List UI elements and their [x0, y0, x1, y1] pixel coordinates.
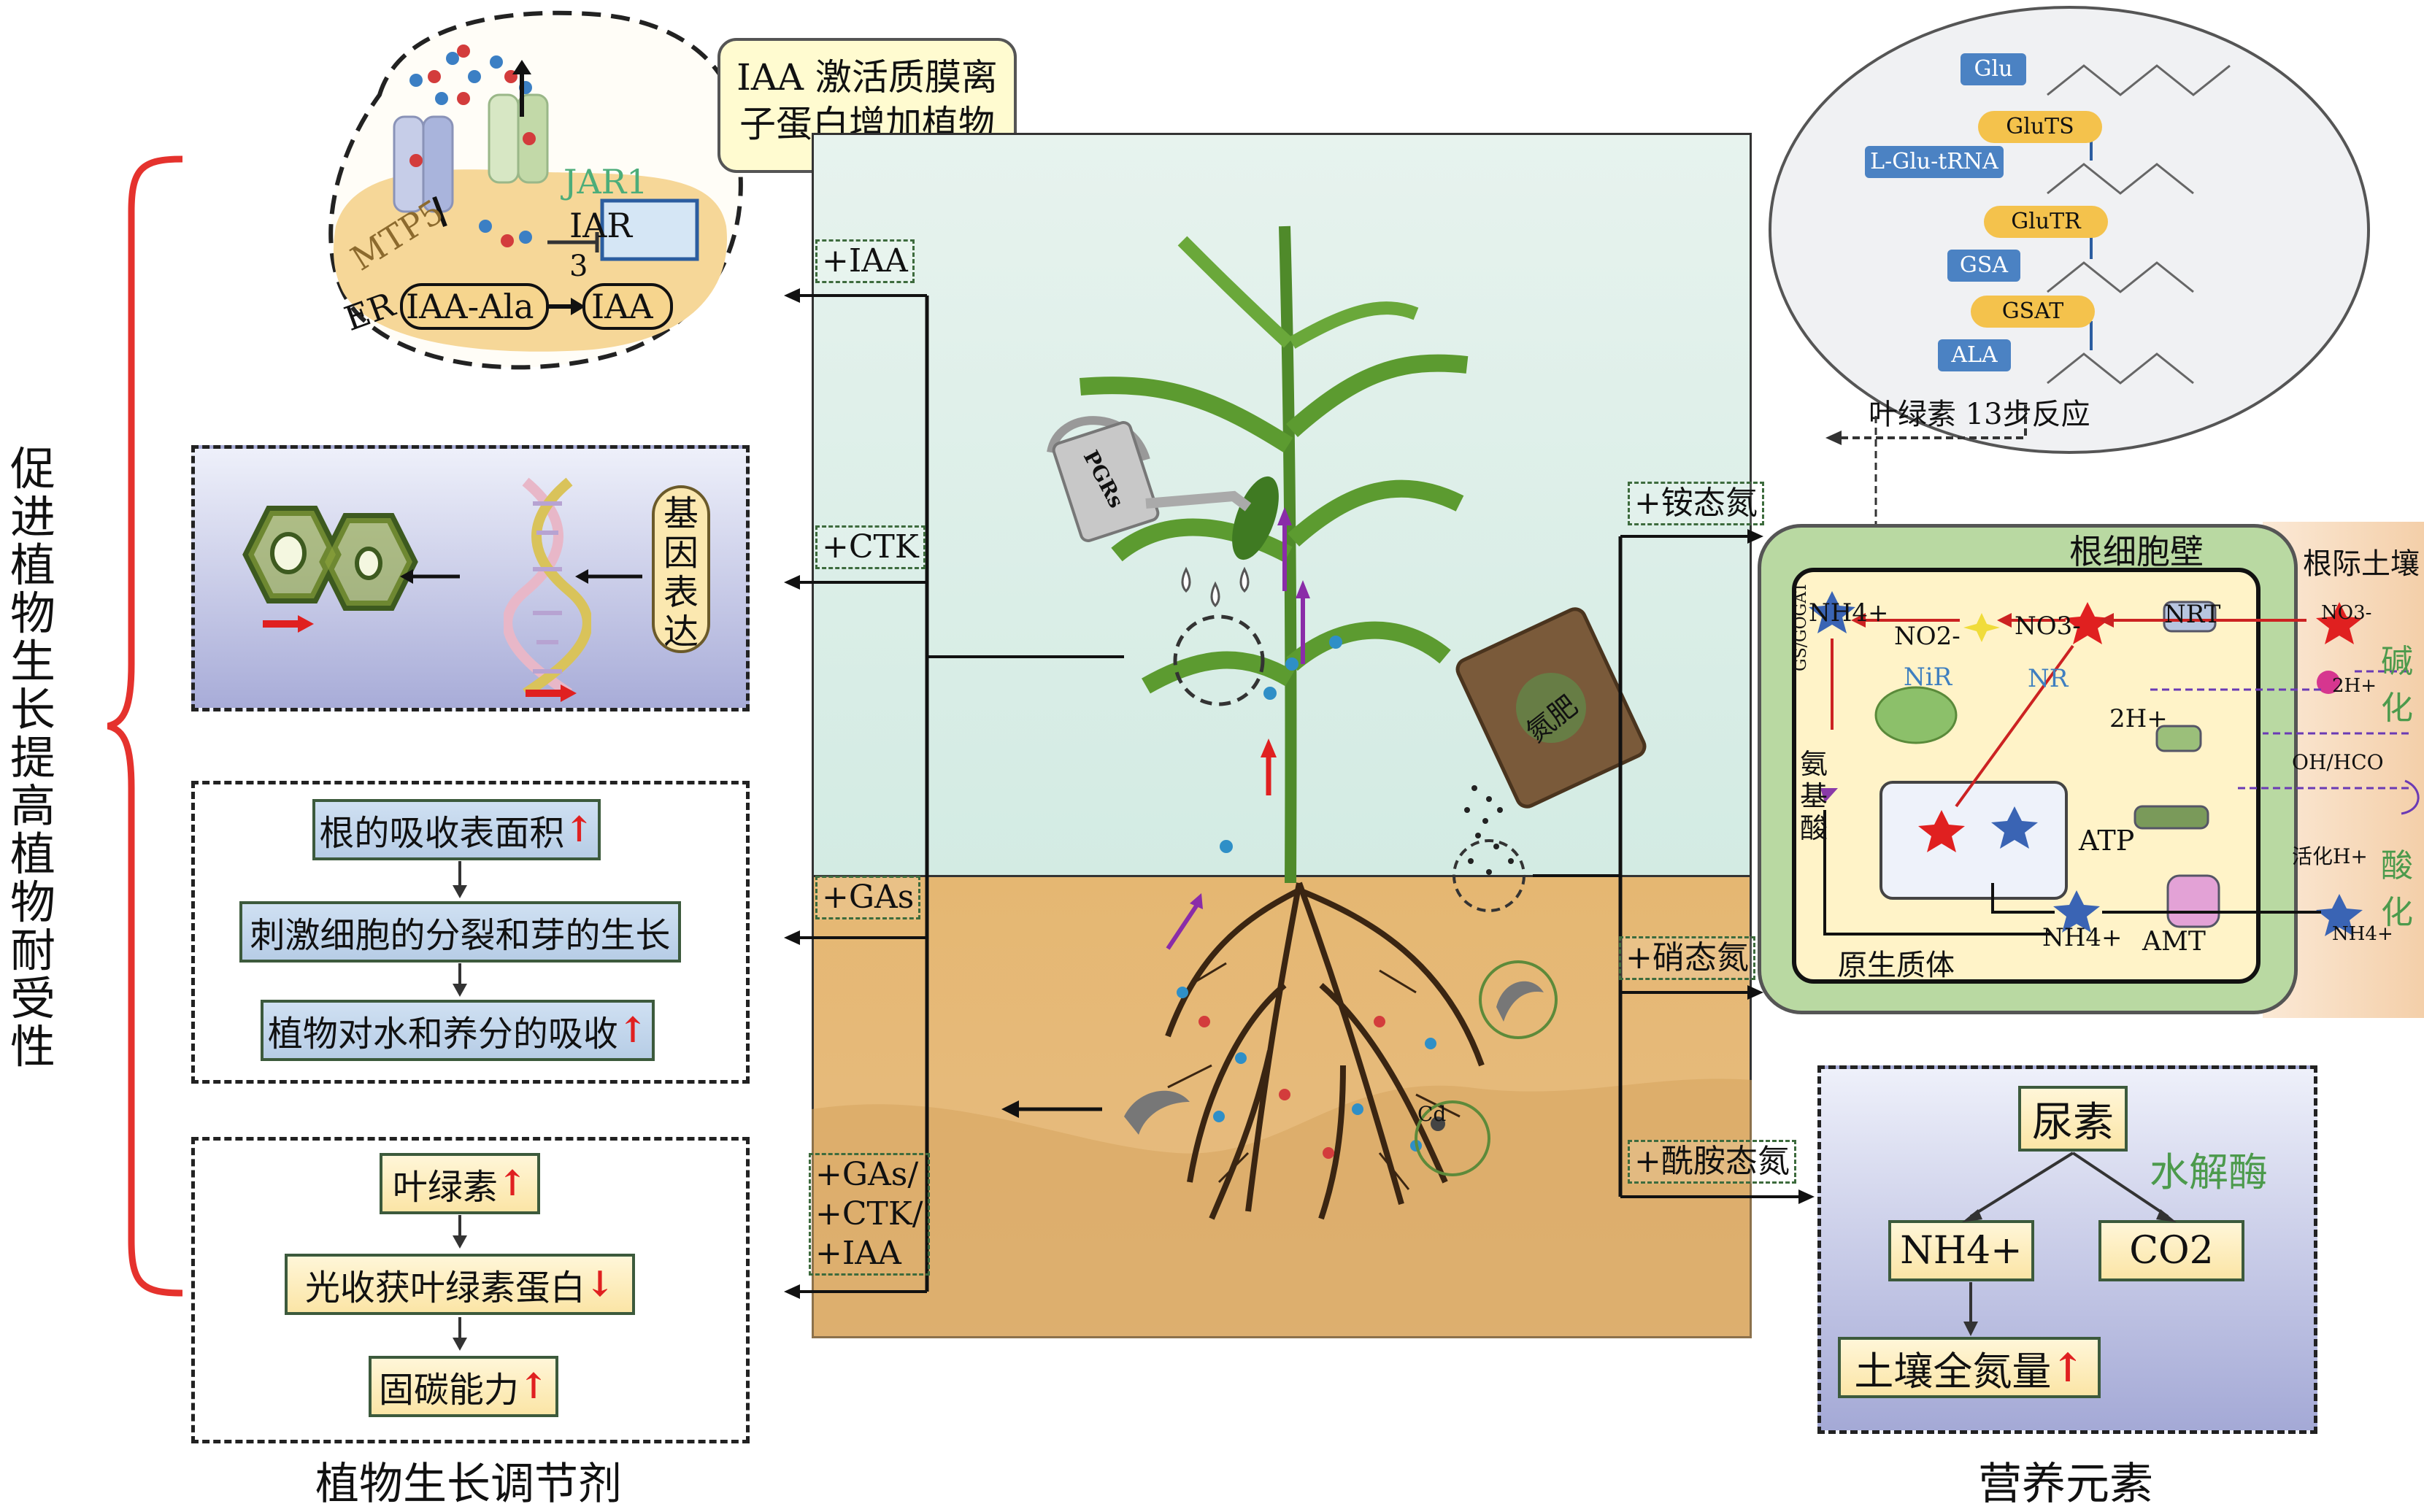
flow2-step1: 叶绿素↑ — [380, 1153, 540, 1214]
flow1-step1: 根的吸收表面积↑ — [312, 799, 601, 860]
soil-left-arrow — [1001, 1100, 1102, 1118]
h2-inner-label: 2H+ — [2109, 704, 2168, 733]
enzyme-glutr: GluTR — [1984, 206, 2108, 238]
dna-helix-icon — [504, 477, 591, 702]
shell-icon-left — [1124, 1090, 1190, 1135]
up-arrow-icon: ↑ — [2051, 1344, 2085, 1391]
fertilizer-granules — [1453, 785, 1525, 912]
alkali-label: 碱化 — [2381, 643, 2413, 727]
pathway-gsa: GSA — [1947, 250, 2020, 282]
flow2-step3-text: 固碳能力 — [378, 1370, 519, 1411]
root-system-illustration — [1165, 882, 1485, 1220]
root-effect-panel — [191, 781, 750, 1084]
flow1-step2-text: 刺激细胞的分裂和芽的生长 — [250, 915, 671, 956]
left-bottom-title: 植物生长调节剂 — [315, 1459, 622, 1510]
tag-ammonium: +铵态氮 — [1628, 482, 1764, 525]
atp-label: ATP — [2079, 825, 2135, 857]
enzyme-gluts: GluTS — [1978, 111, 2102, 143]
tag-iaa: +IAA — [815, 239, 915, 283]
up-arrow-icon: ↑ — [564, 809, 594, 850]
flow2-step1-text: 叶绿素 — [392, 1167, 498, 1208]
flow2-step2: 光收获叶绿素蛋白↓ — [285, 1254, 635, 1315]
acid-label: 酸化 — [2381, 847, 2413, 931]
flow1-step2: 刺激细胞的分裂和芽的生长 — [239, 901, 681, 963]
cd-circle — [1415, 1100, 1490, 1176]
rhizosphere-label: 根际土壤 — [2303, 547, 2420, 581]
pathway-footer: 叶绿素 13步反应 — [1869, 398, 2090, 431]
up-arrow-icon: ↑ — [518, 1366, 549, 1407]
flow1-step1-text: 根的吸收表面积 — [319, 813, 565, 854]
nr-label: NR — [2028, 664, 2069, 693]
no3-out-label: NO3- — [2321, 602, 2372, 624]
protoplast-label: 原生质体 — [1838, 949, 1955, 982]
act-h-label: 活化H+ — [2292, 844, 2368, 868]
cell-wall-label: 根细胞壁 — [2069, 532, 2204, 571]
flow2-step3: 固碳能力↑ — [369, 1356, 558, 1417]
gene-arrows — [400, 569, 642, 584]
tag-combo-gas: +GAs/ — [815, 1156, 919, 1193]
watering-can-icon — [1047, 416, 1252, 542]
gsgogat-label: GS/GOGAT — [1792, 582, 1810, 671]
center-connector-lines — [784, 288, 1124, 1299]
iaa-ala-label: IAA-Ala — [406, 287, 534, 326]
tag-amide: +酰胺态氮 — [1628, 1140, 1796, 1184]
tag-combo-ctk: +CTK/ — [815, 1195, 923, 1233]
h2-out-label: 2H+ — [2332, 675, 2377, 697]
iar-number: 3 — [569, 250, 588, 283]
pathway-ala: ALA — [1938, 339, 2011, 371]
amino-label: 氨基酸 — [1800, 748, 1828, 844]
bracket-vertical-text: 促进植物生长提高植物耐受性 — [9, 442, 55, 1073]
flow1-arrows — [453, 861, 467, 997]
right-bottom-title: 营养元素 — [1978, 1459, 2153, 1510]
hydrolase-label: 水解酶 — [2150, 1149, 2268, 1195]
iar-label: IAR — [569, 206, 633, 245]
vacuole — [1879, 781, 2068, 900]
nh4-out-label: NH4+ — [2332, 923, 2393, 945]
soil-n-text: 土壤全氮量 — [1854, 1348, 2052, 1395]
tag-combo-iaa: +IAA — [815, 1235, 901, 1272]
iaa-signalling-blob — [328, 10, 743, 370]
up-arrow-icon: ↑ — [497, 1163, 528, 1204]
nrt-label: NRT — [2164, 600, 2221, 629]
tag-combo: +GAs/ +CTK/ +IAA — [809, 1153, 930, 1276]
nh4-in-label: NH4+ — [2042, 923, 2123, 952]
root-cell-pathways — [1809, 591, 2420, 936]
flow2-step2-text: 光收获叶绿素蛋白 — [304, 1268, 585, 1308]
soil-n-box: 土壤全氮量↑ — [1838, 1337, 2101, 1398]
plant-cells-icon — [242, 506, 418, 633]
tag-ctk: +CTK — [815, 525, 926, 569]
enzyme-gsat: GSAT — [1971, 296, 2095, 328]
nh4-label: NH4+ — [1809, 598, 1889, 628]
water-drops-icon — [1181, 566, 1250, 608]
cd-label: Cd — [1417, 1102, 1447, 1126]
nitrogen-connector-lines — [1533, 529, 1815, 1204]
no2-label: NO2- — [1894, 622, 1961, 651]
corn-plant-illustration — [1080, 225, 1469, 884]
down-arrow-icon: ↓ — [585, 1264, 615, 1305]
flow2-arrows — [453, 1215, 467, 1351]
flow1-step3: 植物对水和养分的吸收↑ — [261, 1000, 655, 1061]
iaa-label: IAA — [591, 287, 653, 326]
pathway-glu: Glu — [1961, 53, 2026, 85]
flow1-step3-text: 植物对水和养分的吸收 — [267, 1014, 618, 1054]
amt-label: AMT — [2142, 927, 2206, 957]
nh4-box: NH4+ — [1888, 1220, 2034, 1281]
tag-gas: +GAs — [815, 876, 921, 919]
nutrient-arrows — [1962, 1152, 2177, 1336]
oh-hco-label: OH/HCO — [2292, 750, 2384, 774]
chlorophyll-panel — [191, 1137, 750, 1443]
no3-label: NO3- — [2015, 612, 2081, 641]
up-arrow-icon: ↑ — [617, 1010, 648, 1051]
fertilizer-bag-icon — [1455, 607, 1647, 809]
soil-wave — [812, 1079, 1752, 1338]
red-bracket — [107, 155, 183, 1297]
tag-nitrate: +硝态氮 — [1619, 936, 1755, 980]
pathway-glu-trna: L-Glu-tRNA — [1865, 146, 2004, 178]
leaf-zoom-circle — [1173, 614, 1265, 706]
shell-icon-right — [1479, 960, 1558, 1039]
jar1-label: JAR1 — [563, 162, 648, 201]
nir-label: NiR — [1904, 663, 1952, 692]
gene-expression-pill: 基因表达 — [652, 485, 710, 653]
urea-box: 尿素 — [2018, 1086, 2128, 1152]
